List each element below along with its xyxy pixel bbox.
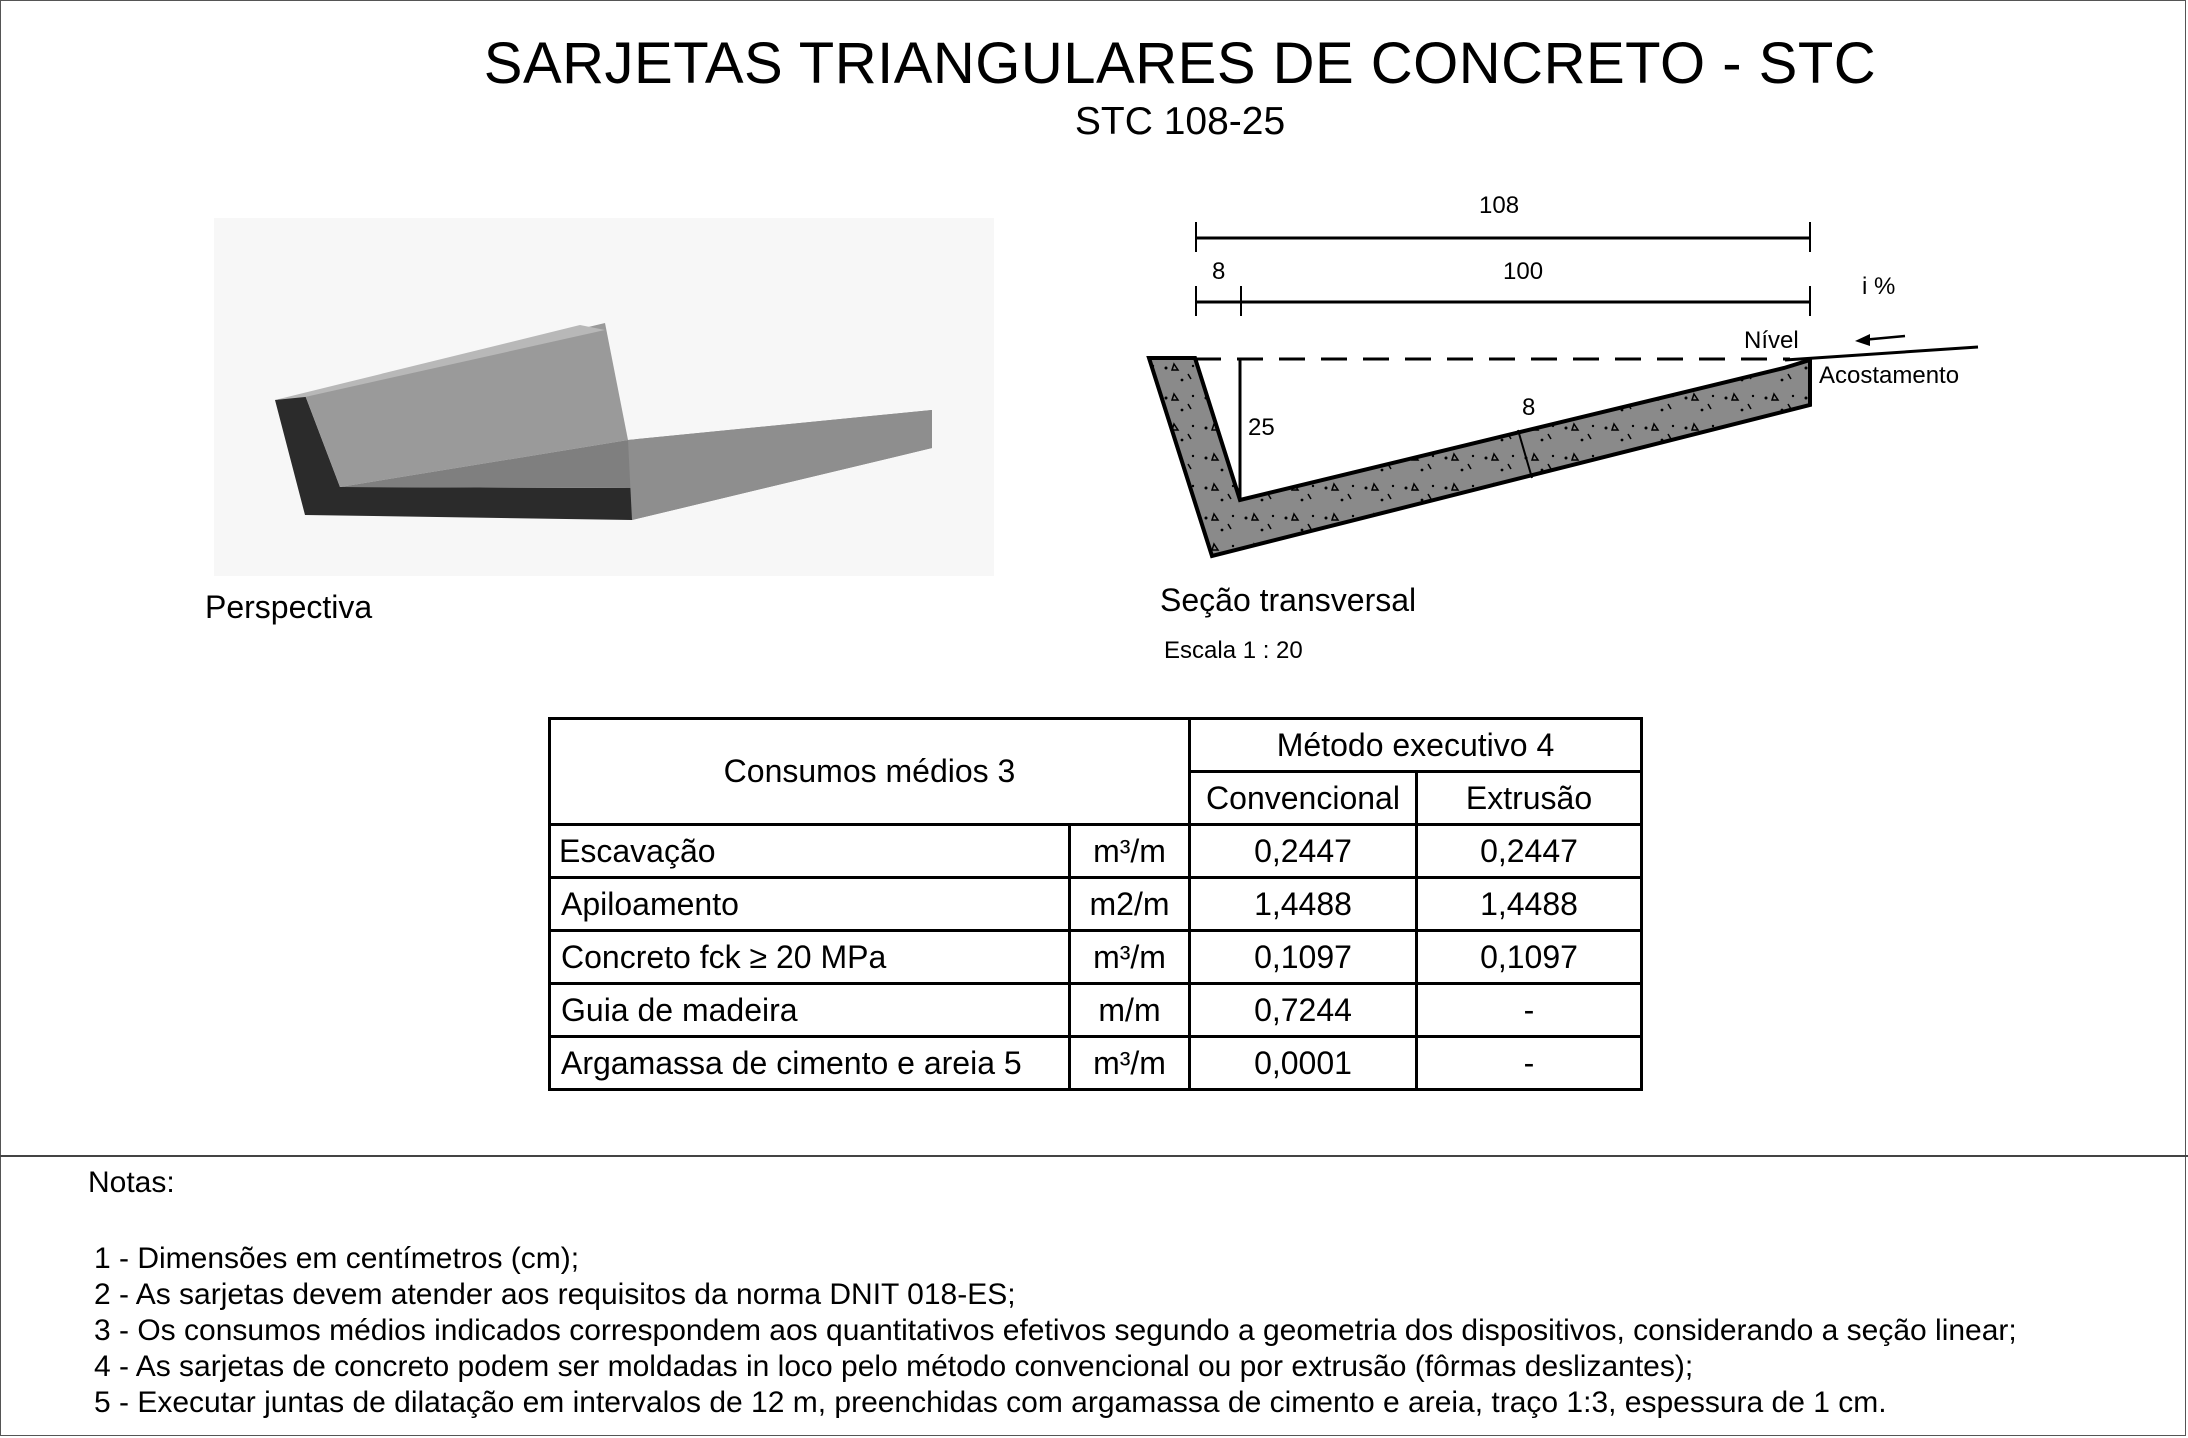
table-col-extrusion: Extrusão [1415,770,1643,826]
table-row: Concreto fck ≥ 20 MPa m³/m 0,1097 0,1097 [548,929,1643,985]
slope-arrowhead [1855,334,1870,346]
table-cell-conv: 1,4488 [1188,876,1418,932]
shoulder-line [1784,345,1979,362]
perspective-front-face [275,395,632,520]
table-cell-item: Argamassa de cimento e areia 5 [548,1035,1071,1091]
note-item: 3 - Os consumos médios indicados corresp… [94,1314,2017,1347]
notes-list: 1 - Dimensões em centímetros (cm); 2 - A… [94,1241,2017,1421]
table-cell-item: Concreto fck ≥ 20 MPa [548,929,1071,985]
table-cell-unit: m2/m [1068,876,1191,932]
table-cell-conv: 0,7244 [1188,982,1418,1038]
table-row: Apiloamento m2/m 1,4488 1,4488 [548,876,1643,932]
shoulder-label: Acostamento [1819,362,1960,389]
dim-lip-label: 8 [1212,258,1226,285]
table-cell-conv: 0,0001 [1188,1035,1418,1091]
table-cell-unit: m³/m [1068,929,1191,985]
table-cell-ext: 0,2447 [1415,823,1643,879]
table-method-header: Método executivo 4 [1188,717,1643,773]
page-subtitle: STC 108-25 [1074,100,1286,143]
table-cell-ext: 0,1097 [1415,929,1643,985]
table-cell-ext: - [1415,1035,1643,1091]
table-cell-unit: m³/m [1068,1035,1191,1091]
note-item: 2 - As sarjetas devem atender aos requis… [94,1278,1016,1311]
section-label: Seção transversal [1160,582,1417,618]
table-row: Argamassa de cimento e areia 5 m³/m 0,00… [548,1035,1643,1091]
dim-depth-label: 25 [1248,414,1275,441]
table-cell-ext: - [1415,982,1643,1038]
note-item: 4 - As sarjetas de concreto podem ser mo… [94,1350,1694,1383]
table-cell-unit: m³/m [1068,823,1191,879]
table-row: Escavação m³/m 0,2447 0,2447 [548,823,1643,879]
dim-total-label: 108 [1479,192,1520,219]
perspective-label: Perspectiva [205,589,373,625]
slope-label: i % [1862,273,1896,300]
perspective-wall-top [275,325,605,400]
dim-thickness-label: 8 [1522,394,1536,421]
table-col-conventional: Convencional [1188,770,1418,826]
table-cell-item: Apiloamento [548,876,1071,932]
perspective-slope-side [628,410,932,520]
level-label: Nível [1744,327,1799,354]
table-cell-conv: 0,2447 [1188,823,1418,879]
table-cell-item: Escavação [548,823,1071,879]
table-row: Guia de madeira m/m 0,7244 - [548,982,1643,1038]
note-item: 1 - Dimensões em centímetros (cm); [94,1242,580,1275]
concrete-section [1146,356,1812,559]
table-cell-ext: 1,4488 [1415,876,1643,932]
note-item: 5 - Executar juntas de dilatação em inte… [94,1386,1887,1419]
table-group-header: Consumos médios 3 [548,717,1191,826]
table-cell-unit: m/m [1068,982,1191,1038]
thickness-dimension-line [1517,429,1533,479]
notes-separator [0,1155,2188,1157]
consumption-table: Consumos médios 3 Método executivo 4 Con… [548,717,1643,1091]
page-title: SARJETAS TRIANGULARES DE CONCRETO - STC [483,31,1877,96]
table-cell-conv: 0,1097 [1188,929,1418,985]
table-cell-item: Guia de madeira [548,982,1071,1038]
perspective-wall-face [305,323,628,487]
dim-base-label: 100 [1503,258,1544,285]
notes-title: Notas: [88,1166,175,1199]
scale-label: Escala 1 : 20 [1164,637,1303,664]
